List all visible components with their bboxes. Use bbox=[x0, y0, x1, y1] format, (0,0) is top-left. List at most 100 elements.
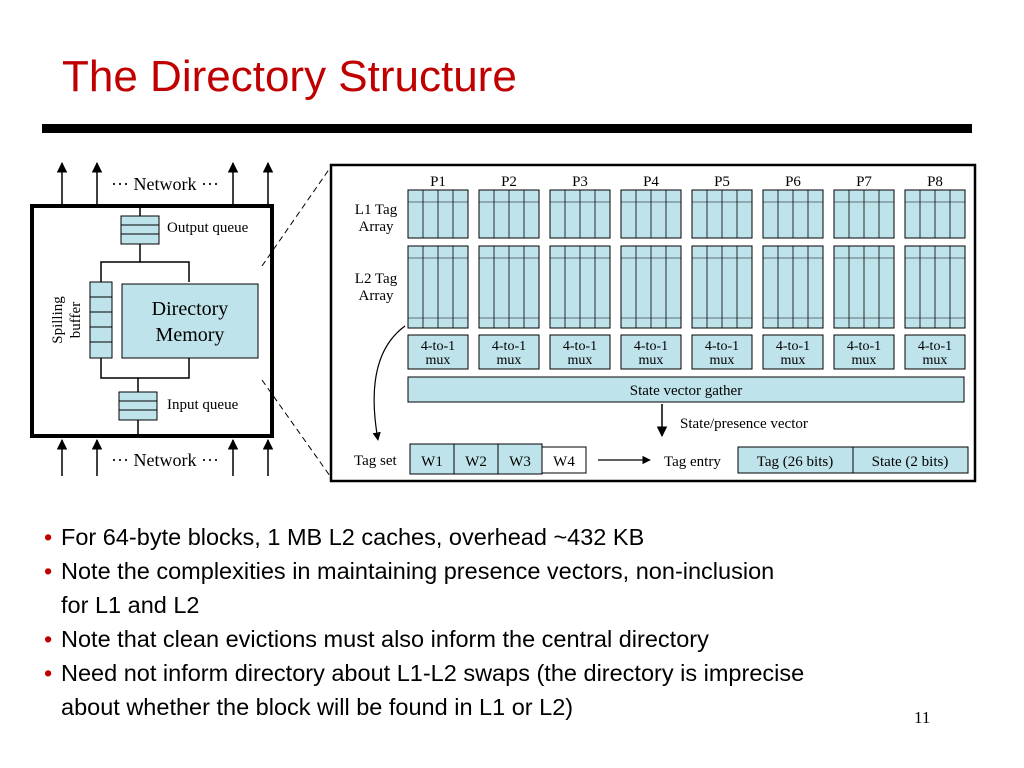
state-presence-vector-label: State/presence vector bbox=[680, 416, 808, 432]
processor-columns: P14-to-1muxP24-to-1muxP34-to-1muxP44-to-… bbox=[407, 174, 966, 370]
directory-node-diagram: ··· Network ··· ··· Network ··· Output q… bbox=[30, 161, 274, 476]
mux-label-1: 4-to-1 bbox=[705, 339, 739, 354]
mux-box bbox=[549, 334, 611, 370]
way-w4: W4 bbox=[541, 446, 587, 474]
mux-label-2: mux bbox=[568, 353, 593, 368]
bullet-dot: • bbox=[44, 626, 53, 652]
mux-label-2: mux bbox=[781, 353, 806, 368]
bullet-dot: • bbox=[44, 660, 53, 686]
mux-label-2: mux bbox=[923, 353, 948, 368]
directory-memory-label-1: Directory bbox=[152, 298, 229, 320]
directory-memory-detail: L1 Tag Array L2 Tag Array P14-to-1muxP24… bbox=[329, 163, 977, 483]
bullet-item: • Note the complexities in maintaining p… bbox=[44, 554, 804, 622]
way-label: W3 bbox=[509, 454, 531, 470]
processor-label: P8 bbox=[927, 174, 943, 190]
mux-box bbox=[407, 334, 469, 370]
mux-label-1: 4-to-1 bbox=[563, 339, 597, 354]
network-bottom-label: ··· Network ··· bbox=[111, 450, 219, 470]
mux-label-1: 4-to-1 bbox=[847, 339, 881, 354]
mux-box bbox=[762, 334, 824, 370]
output-queue-label: Output queue bbox=[167, 220, 249, 236]
mux-label-1: 4-to-1 bbox=[776, 339, 810, 354]
mux-box bbox=[620, 334, 682, 370]
mux-label-2: mux bbox=[639, 353, 664, 368]
spilling-buffer-label-1: Spilling bbox=[50, 296, 66, 344]
processor-label: P5 bbox=[714, 174, 730, 190]
mux-label-2: mux bbox=[710, 353, 735, 368]
page-number: 11 bbox=[914, 708, 931, 727]
processor-label: P6 bbox=[785, 174, 801, 190]
bullet-item: • Need not inform directory about L1-L2 … bbox=[44, 656, 804, 724]
connector-from-input-queue bbox=[137, 358, 190, 392]
processor-label: P2 bbox=[501, 174, 517, 190]
bullet-list: • For 64-byte blocks, 1 MB L2 caches, ov… bbox=[44, 520, 804, 724]
bullet-dot: • bbox=[44, 558, 53, 584]
bullet-text: For 64-byte blocks, 1 MB L2 caches, over… bbox=[61, 524, 645, 550]
l1-tag-array-label-1: L1 Tag bbox=[355, 202, 398, 218]
bullet-item: • Note that clean evictions must also in… bbox=[44, 622, 804, 656]
bullet-text: Note the complexities in maintaining pre… bbox=[61, 558, 775, 584]
l1-tag-array-label-2: Array bbox=[359, 219, 394, 235]
processor-label: P7 bbox=[856, 174, 872, 190]
spilling-buffer-box bbox=[89, 281, 113, 359]
way-box bbox=[409, 443, 455, 475]
mux-label-1: 4-to-1 bbox=[421, 339, 455, 354]
bullet-text: Note that clean evictions must also info… bbox=[61, 626, 709, 652]
mux-label-2: mux bbox=[852, 353, 877, 368]
tag-set-ways: W1 W2 W3 W4 bbox=[409, 443, 587, 475]
state-field-label: State (2 bits) bbox=[872, 454, 949, 470]
tag-field-box bbox=[737, 446, 854, 474]
l2-tag-array-label-1: L2 Tag bbox=[355, 271, 398, 287]
bullet-dot: • bbox=[44, 524, 53, 550]
bullet-text-continued: about whether the block will be found in… bbox=[61, 694, 574, 720]
way-label: W4 bbox=[553, 454, 575, 470]
directory-memory-label-2: Memory bbox=[156, 324, 225, 346]
directory-memory-box bbox=[121, 283, 259, 359]
way-box bbox=[541, 446, 587, 474]
way-label: W2 bbox=[465, 454, 487, 470]
tag-field-label: Tag (26 bits) bbox=[757, 454, 833, 470]
bullet-text-continued: for L1 and L2 bbox=[61, 592, 200, 618]
network-top-label: ··· Network ··· bbox=[111, 174, 219, 194]
state-vector-gather-label: State vector gather bbox=[630, 383, 742, 399]
spilling-buffer-label-2: buffer bbox=[68, 302, 84, 338]
mux-box bbox=[691, 334, 753, 370]
tag-set-curve-arrow bbox=[372, 325, 406, 441]
slide-title: The Directory Structure bbox=[62, 52, 517, 101]
mux-label-1: 4-to-1 bbox=[492, 339, 526, 354]
mux-label-2: mux bbox=[426, 353, 451, 368]
mux-label-2: mux bbox=[497, 353, 522, 368]
tag-entry-label: Tag entry bbox=[664, 454, 721, 470]
connector-spill-bottom bbox=[100, 358, 138, 379]
state-vector-gather-box bbox=[407, 376, 965, 403]
connector-spill-top bbox=[100, 261, 140, 282]
title-rule bbox=[42, 124, 972, 133]
processor-label: P3 bbox=[572, 174, 588, 190]
input-queue-label: Input queue bbox=[167, 397, 239, 413]
way-label: W1 bbox=[421, 454, 443, 470]
processor-label: P1 bbox=[430, 174, 446, 190]
way-w1: W1 bbox=[409, 443, 455, 475]
mux-box bbox=[904, 334, 966, 370]
state-field-box bbox=[852, 446, 969, 474]
bullet-item: • For 64-byte blocks, 1 MB L2 caches, ov… bbox=[44, 520, 804, 554]
bullet-text: Need not inform directory about L1-L2 sw… bbox=[61, 660, 805, 686]
processor-label: P4 bbox=[643, 174, 659, 190]
mux-label-1: 4-to-1 bbox=[918, 339, 952, 354]
mux-box bbox=[833, 334, 895, 370]
mux-label-1: 4-to-1 bbox=[634, 339, 668, 354]
input-queue-box bbox=[118, 391, 158, 421]
connector-to-output-queue bbox=[139, 244, 190, 282]
mux-box bbox=[478, 334, 540, 370]
l2-tag-array-label-2: Array bbox=[359, 288, 394, 304]
way-w2: W2 bbox=[453, 443, 499, 475]
